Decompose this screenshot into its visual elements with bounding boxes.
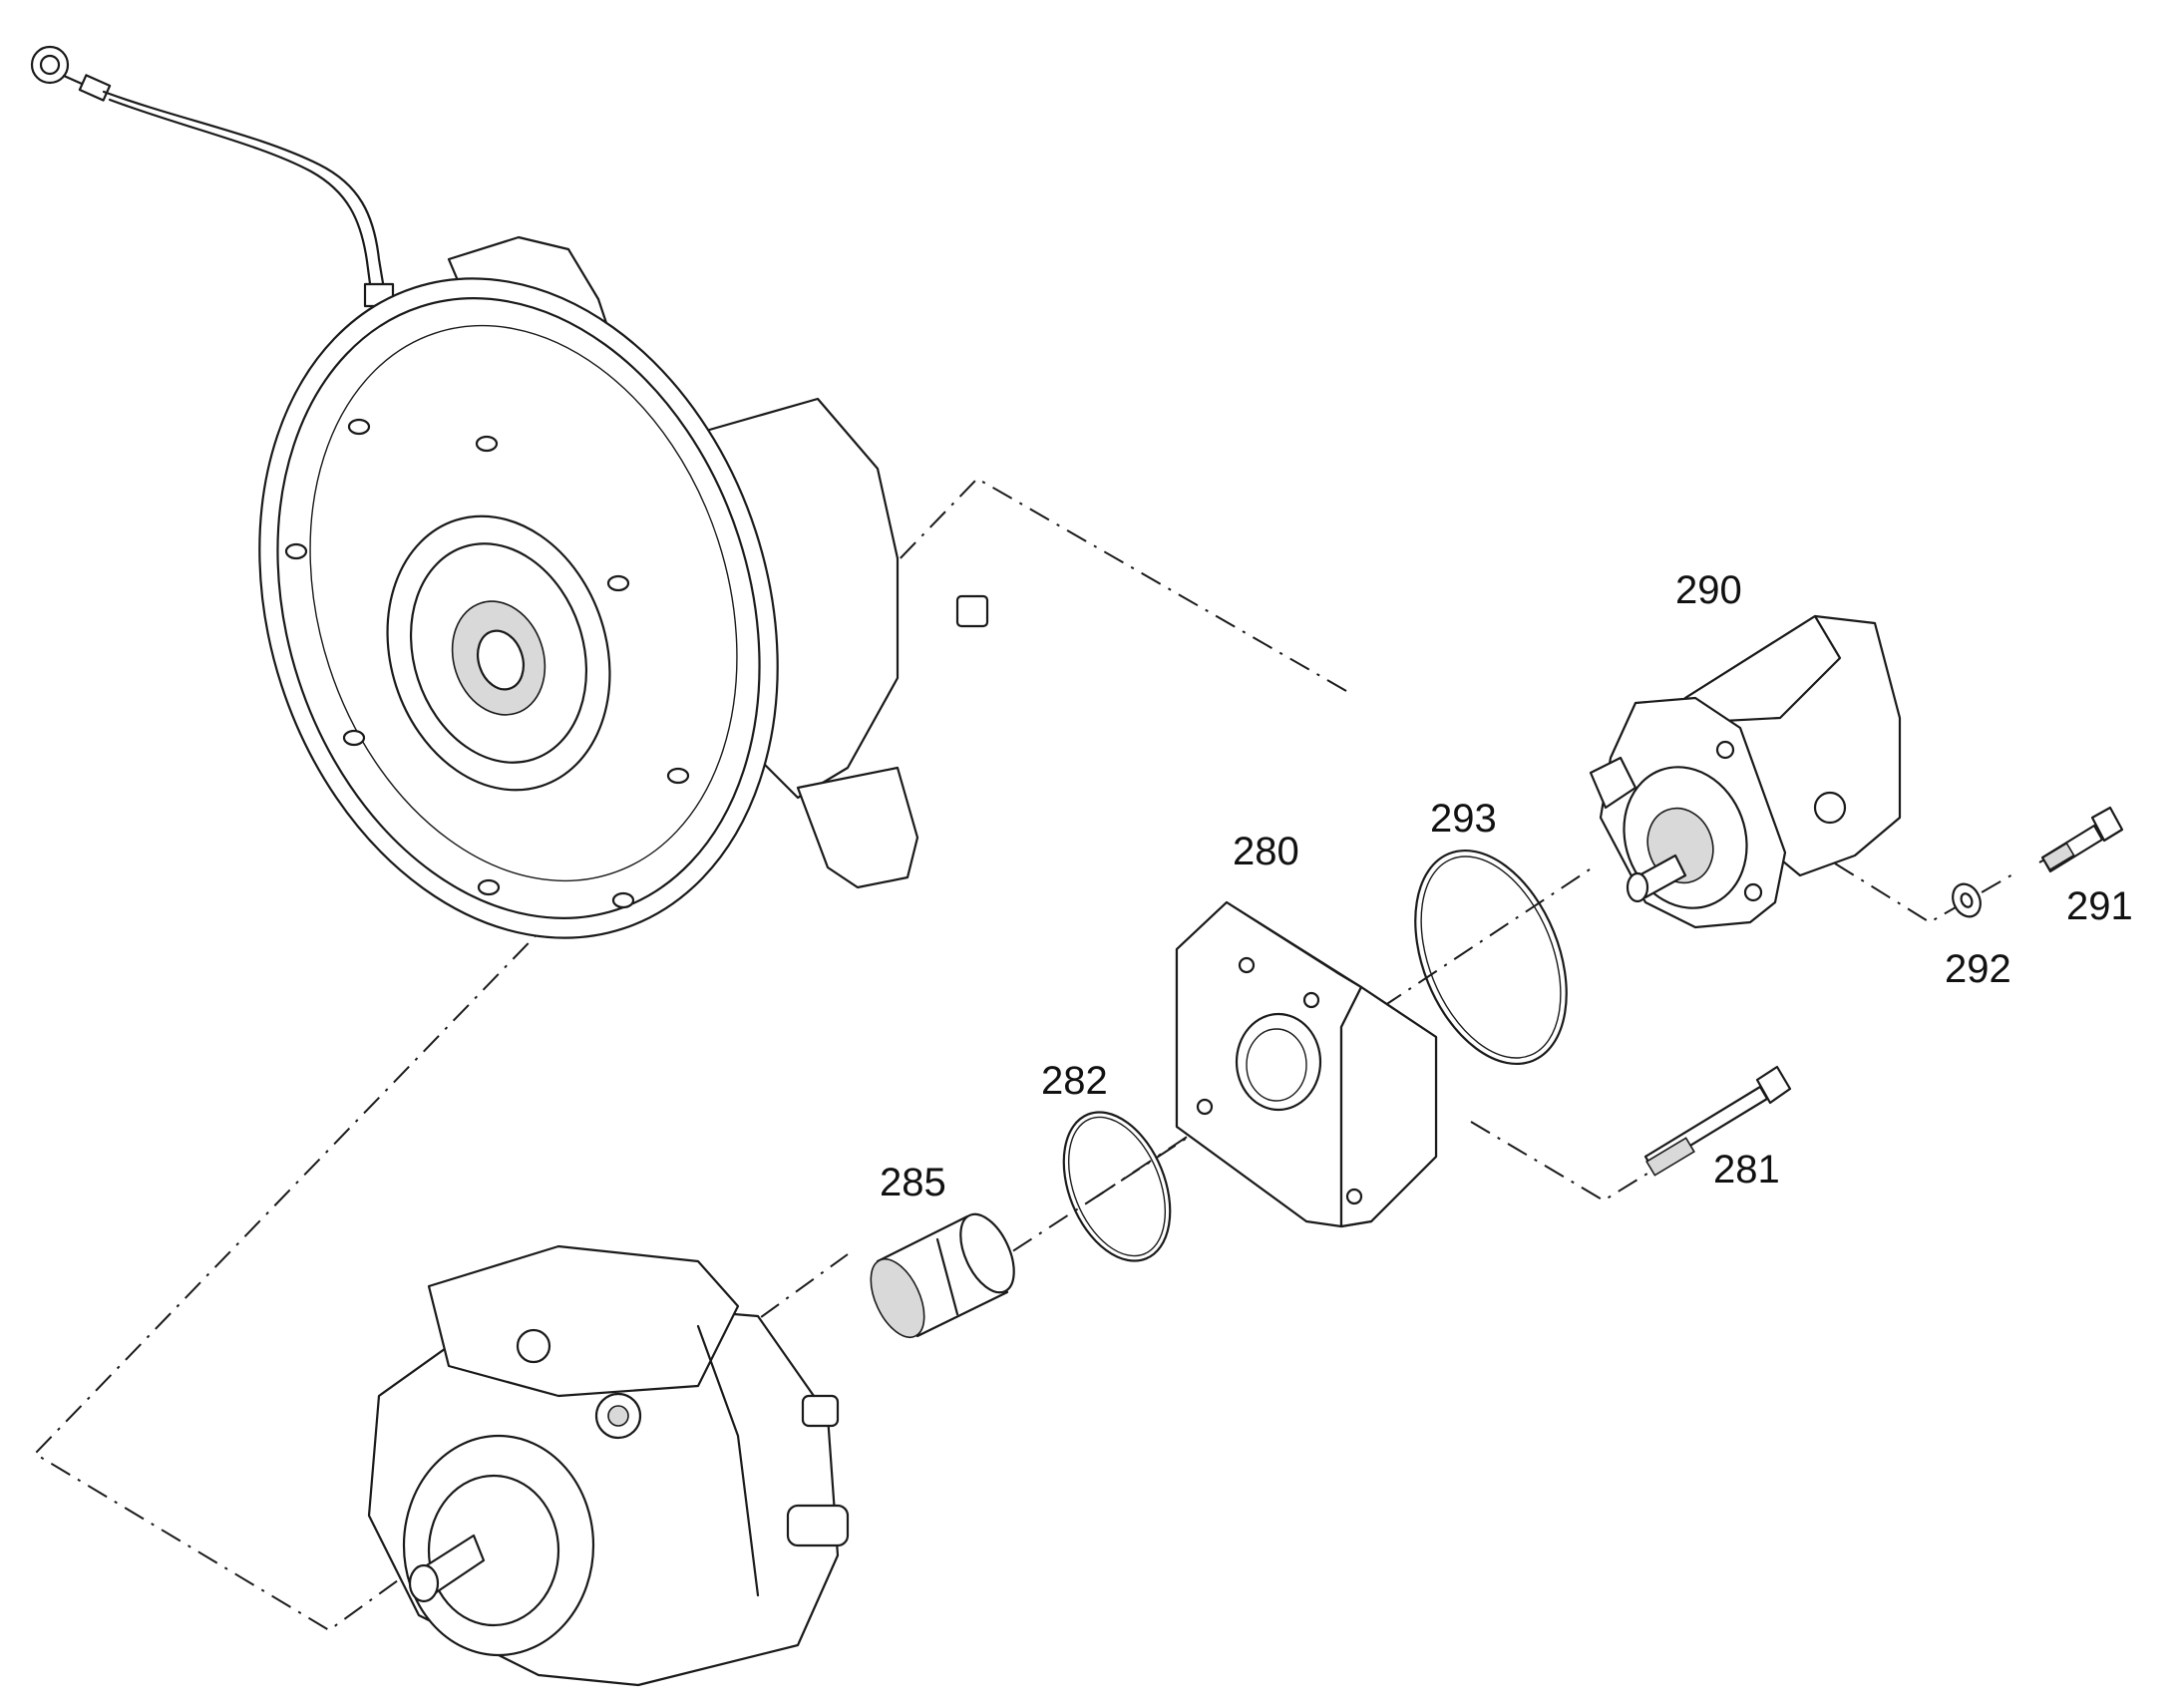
callout-285: 285 — [880, 1161, 946, 1204]
o-ring-icon — [1067, 1116, 1167, 1257]
screw-icon — [2040, 806, 2124, 873]
callout-281: 281 — [1713, 1148, 1780, 1192]
adapter-plate-icon — [1175, 900, 1438, 1228]
callout-292: 292 — [1945, 947, 2011, 991]
o-ring-icon — [1414, 849, 1568, 1066]
coupling-sleeve-icon — [870, 1212, 1015, 1338]
callout-291: 291 — [2066, 884, 2133, 928]
washer-icon — [1952, 882, 1982, 918]
callout-282: 282 — [1041, 1059, 1108, 1103]
screw-icon — [1643, 1065, 1792, 1177]
gear-pump-icon — [1589, 614, 1902, 929]
hydraulic-pump-icon — [367, 1244, 850, 1687]
o-ring-icon — [1062, 1111, 1172, 1262]
o-ring-icon — [1420, 855, 1562, 1059]
callout-293: 293 — [1430, 797, 1497, 841]
callout-280: 280 — [1233, 830, 1299, 873]
callout-290: 290 — [1675, 568, 1742, 612]
transmission-housing-icon — [30, 45, 989, 939]
